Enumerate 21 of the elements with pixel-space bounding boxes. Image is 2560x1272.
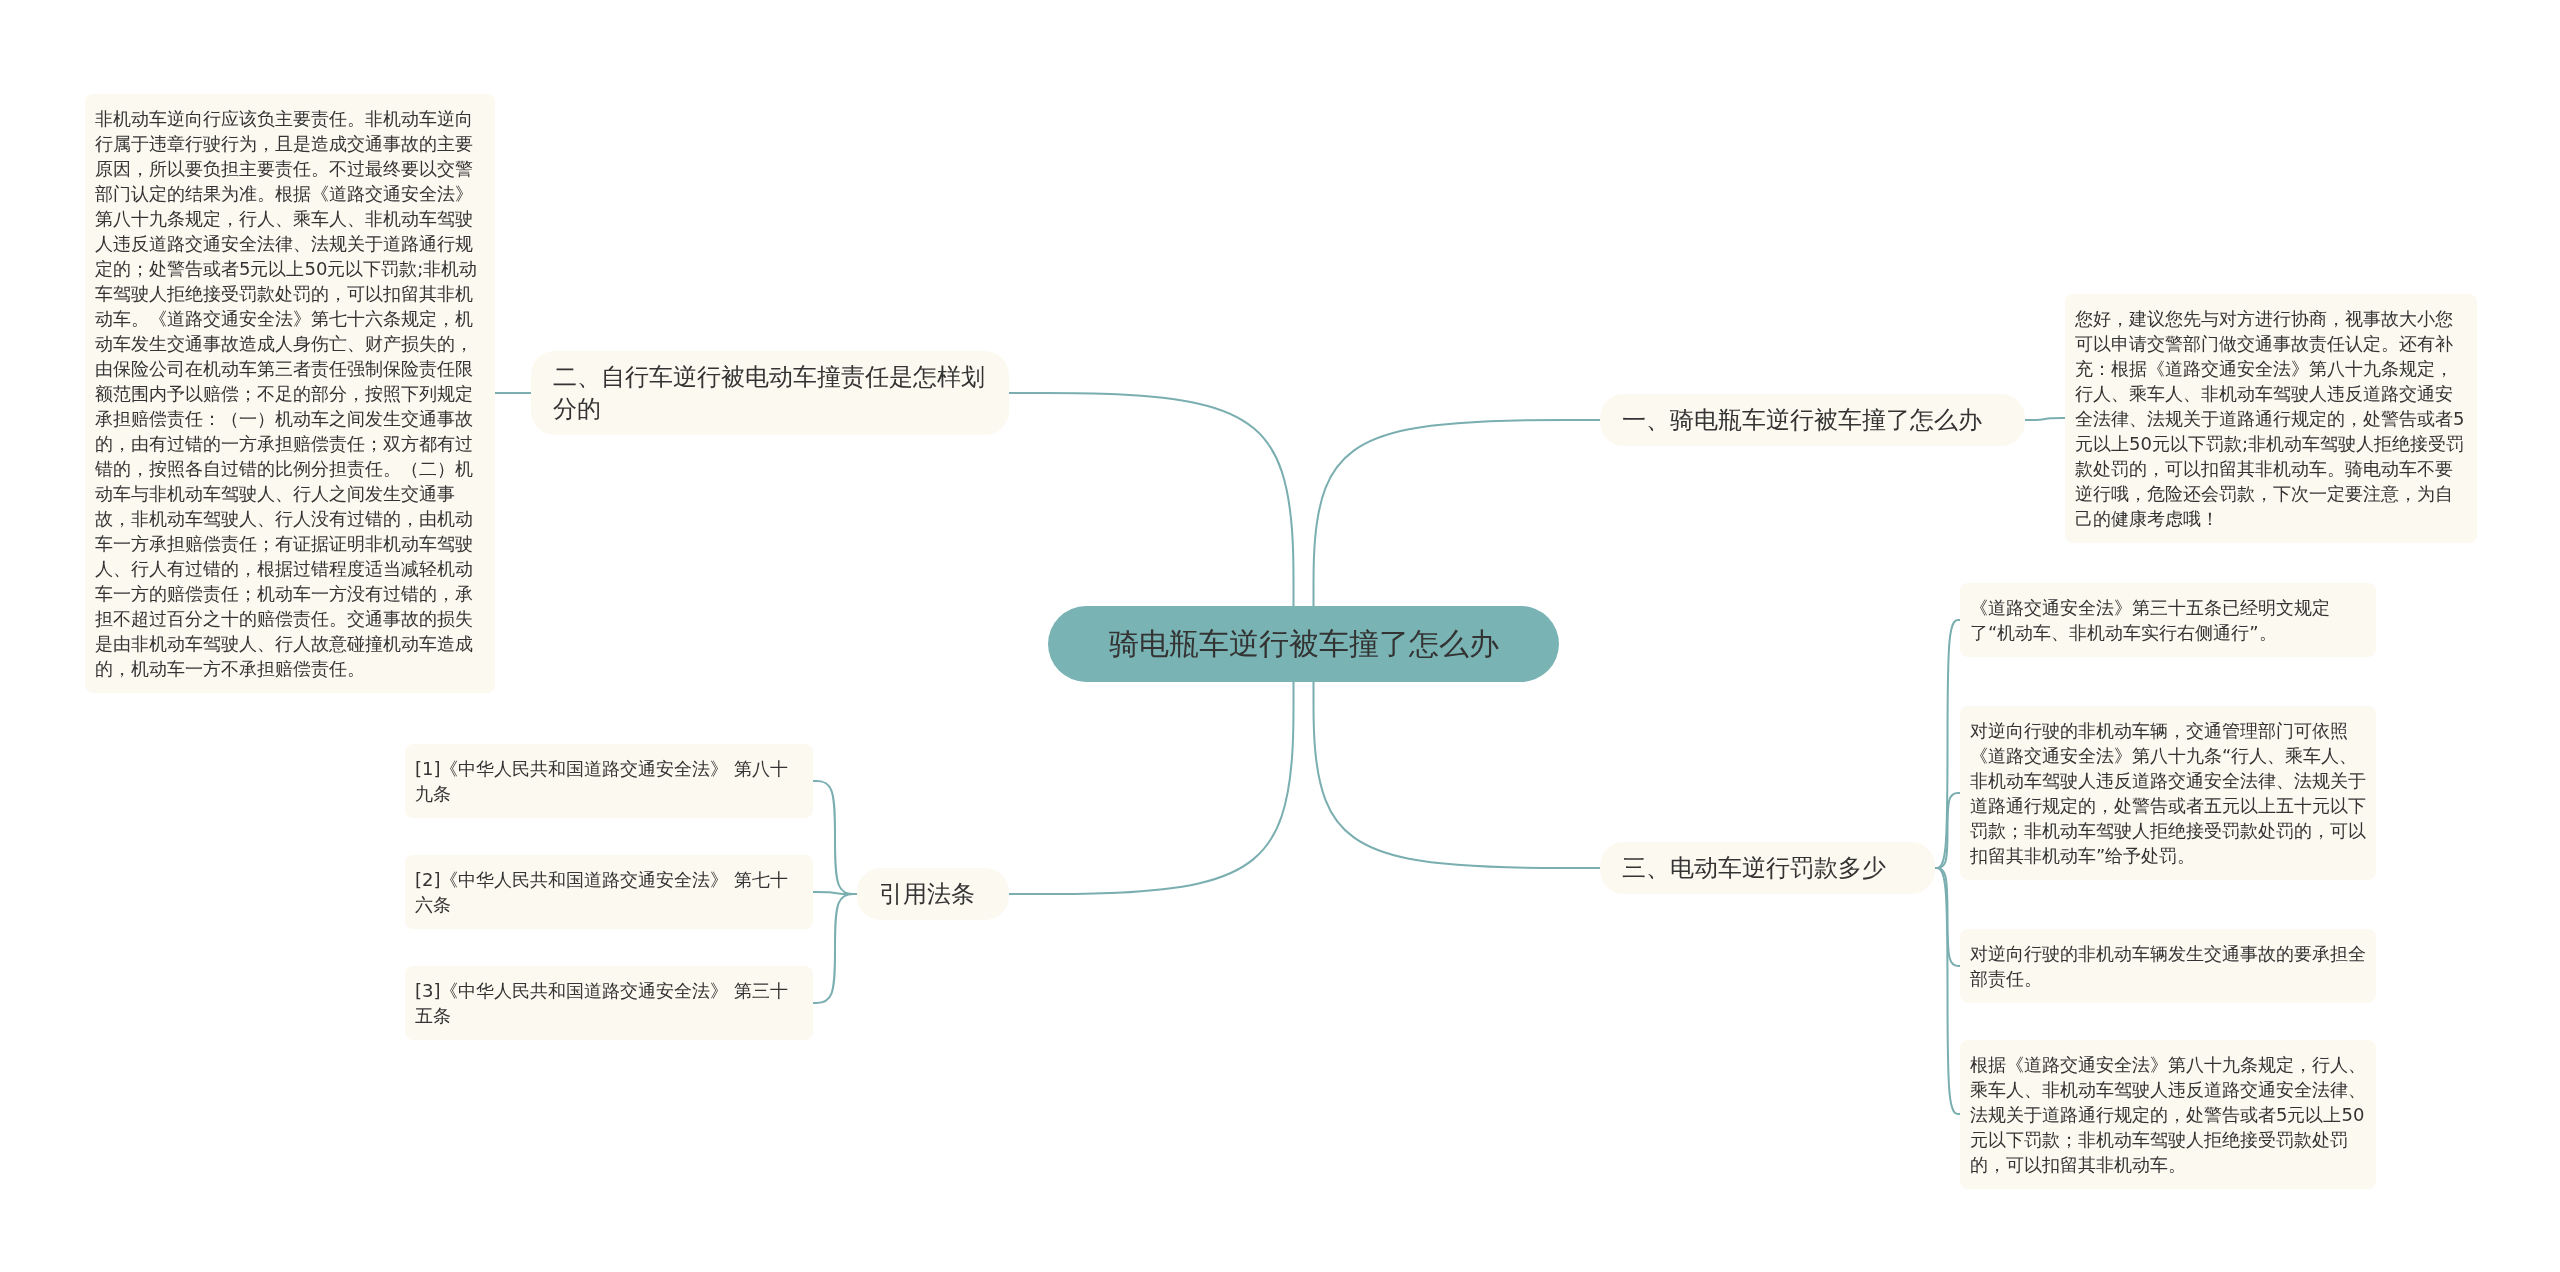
connector-line	[1934, 867, 1961, 1115]
connector-line	[1312, 419, 1601, 607]
connector-line	[494, 392, 532, 394]
detail-note: 非机动车逆向行应该负主要责任。非机动车逆向行属于违章行驶行为，且是造成交通事故的主要原因，所以要负担主要责任。不过最终要以交警部门认定的结果为准。根据《道路交通安全法》第八十九条规定，行人、乘车人、非机动车驾驶人违反道路交通安全法律、法规关于道路通行规定的；处警告或者5元以上50元以下罚款;非机动车驾驶人拒绝接受罚款处罚的，可以扣留其非机动车。《道路交通安全法》第七十六条规定，机动车发生交通事故造成人身伤亡、财产损失的，由保险公司在机动车第三者责任强制保险责任限额范围内予以赔偿；不足的部分，按照下列规定承担赔偿责任：（一）机动车之间发生交通事故的，由有过错的一方承担赔偿责任；双方都有过错的，按照各自过错的比例分担责任。（二）机动车与非机动车驾驶人、行人之间发生交通事故，非机动车驾驶人、行人没有过错的，由机动车一方承担赔偿责任；有证据证明非机动车驾驶人、行人有过错的，根据过错程度适当减轻机动车一方的赔偿责任；机动车一方没有过错的，承担不超过百分之十的赔偿责任。交通事故的损失是由非机动车驾驶人、行人故意碰撞机动车造成的，机动车一方不承担赔偿责任。	[85, 93, 495, 693]
detail-note: [2]《中华人民共和国道路交通安全法》 第七十六条	[405, 855, 813, 929]
branch-topic: 三、电动车逆行罚款多少	[1600, 842, 1935, 894]
detail-note: 《道路交通安全法》第三十五条已经明文规定了“机动车、非机动车实行右侧通行”。	[1960, 583, 2376, 657]
connector-line	[1008, 681, 1295, 895]
detail-note: 对逆向行驶的非机动车辆发生交通事故的要承担全部责任。	[1960, 929, 2376, 1003]
detail-note: 对逆向行驶的非机动车辆，交通管理部门可依照《道路交通安全法》第八十九条“行人、乘车人、非机动车驾驶人违反道路交通安全法律、法规关于道路通行规定的，处警告或者五元以上五十元以下罚款；非机动车驾驶人拒绝接受罚款处罚的，可以扣留其非机动车”给予处罚。	[1960, 706, 2376, 880]
central-topic: 骑电瓶车逆行被车撞了怎么办	[1048, 606, 1559, 682]
branch-topic: 一、骑电瓶车逆行被车撞了怎么办	[1600, 394, 2025, 446]
detail-note: 您好，建议您先与对方进行协商，视事故大小您可以申请交警部门做交通事故责任认定。还有补充：根据《道路交通安全法》第八十九条规定，行人、乘车人、非机动车驾驶人违反道路交通安全法律、法规关于道路通行规定的，处警告或者5元以上50元以下罚款;非机动车驾驶人拒绝接受罚款处罚的，可以扣留其非机动车。骑电动车不要逆行哦，危险还会罚款，下次一定要注意，为自己的健康考虑哦！	[2065, 293, 2477, 543]
branch-topic: 引用法条	[857, 868, 1009, 920]
connector-line	[1312, 681, 1601, 869]
connector-line	[2024, 417, 2066, 421]
connector-line	[1008, 392, 1295, 607]
branch-topic: 二、自行车逆行被电动车撞责任是怎样划分的	[531, 351, 1009, 435]
detail-note: 根据《道路交通安全法》第八十九条规定，行人、乘车人、非机动车驾驶人违反道路交通安全法律、法规关于道路通行规定的，处警告或者5元以上50元以下罚款；非机动车驾驶人拒绝接受罚款处罚的，可以扣留其非机动车。	[1960, 1039, 2376, 1189]
detail-note: [3]《中华人民共和国道路交通安全法》 第三十五条	[405, 966, 813, 1040]
detail-note: [1]《中华人民共和国道路交通安全法》 第八十九条	[405, 744, 813, 818]
